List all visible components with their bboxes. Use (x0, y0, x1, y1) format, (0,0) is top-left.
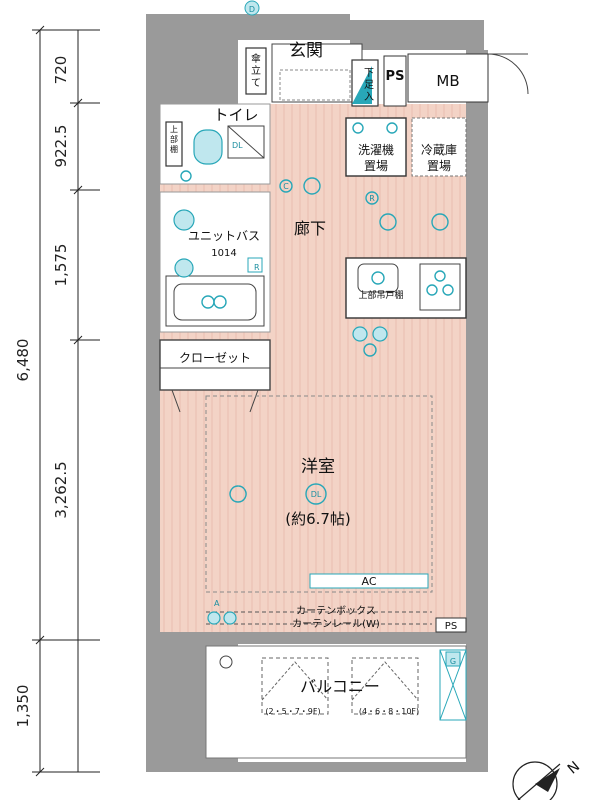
fridge-label-1: 冷蔵庫 (421, 143, 457, 157)
room-rouka: 廊下 (294, 219, 326, 238)
ac-label: AC (361, 575, 376, 588)
shoe-char-3: 入 (364, 92, 374, 103)
toilet-room: DL (159, 103, 271, 185)
mark-r-bath: R (254, 263, 260, 272)
shoe-char-2: 足 (364, 79, 374, 91)
room-youshitsu: 洋室 (301, 457, 335, 477)
ps-label: PS (386, 69, 405, 84)
washer-label-1: 洗濯機 (358, 142, 394, 157)
closet (159, 339, 271, 413)
room-genkan: 玄関 (289, 41, 323, 61)
genkan-area: D (244, 0, 529, 107)
mark-g: G (450, 657, 456, 666)
upper-shelf-char-2: 部 (170, 134, 178, 144)
curtain-rail-label: カーテンレール(W) (292, 618, 380, 630)
ac-unit (309, 573, 429, 589)
window-left-label: (2・5・7・9F) (265, 707, 320, 716)
upper-shelf-char-1: 上 (170, 125, 178, 134)
umbrella-char-2: 立 (251, 64, 261, 77)
room-balcony: バルコニー (300, 677, 380, 696)
umbrella-char-1: 傘 (251, 53, 261, 65)
washer-fridge (345, 117, 467, 177)
dim-6480: 6,480 (14, 339, 32, 382)
room-closet: クローゼット (179, 351, 251, 365)
compass-north: N (565, 759, 583, 778)
balcony (205, 645, 467, 759)
fridge-label-2: 置場 (427, 159, 451, 173)
mark-d: D (249, 5, 255, 14)
compass-icon (512, 761, 561, 800)
kitchen (345, 257, 467, 357)
dim-1575: 1,575 (52, 244, 70, 287)
shoe-char-1: 下 (364, 68, 374, 79)
toilet-dl: DL (232, 141, 243, 150)
dimension-line: 720 922.5 1,575 6,480 3,262.5 1,350 (14, 25, 100, 777)
mark-c: C (283, 182, 289, 191)
unit-bath (159, 191, 271, 333)
youshitsu-dl: DL (311, 490, 322, 499)
mark-r-hall: R (369, 194, 375, 203)
mark-a: A (214, 599, 220, 608)
washer-label-2: 置場 (364, 159, 388, 173)
upper-shelf-char-3: 棚 (170, 144, 178, 154)
room-unit-bath: ユニットバス (188, 229, 260, 243)
window-right-label: (4・6・8・10F) (359, 707, 419, 716)
upper-cabinet-label: 上部吊戸棚 (358, 289, 403, 301)
dim-1350: 1,350 (14, 685, 32, 728)
dim-3262-5: 3,262.5 (52, 461, 70, 518)
dim-720: 720 (52, 56, 70, 85)
unit-bath-size: 1014 (211, 248, 236, 259)
mb-label: MB (436, 72, 459, 90)
curtain-box-label: カーテンボックス (296, 605, 376, 617)
umbrella-char-3: て (251, 78, 261, 89)
ps-small-label: PS (445, 621, 457, 632)
youshitsu-size: (約6.7帖) (285, 510, 351, 528)
dim-922-5: 922.5 (52, 125, 70, 168)
youshitsu: DL (205, 395, 433, 593)
room-toilet: トイレ (213, 106, 258, 124)
